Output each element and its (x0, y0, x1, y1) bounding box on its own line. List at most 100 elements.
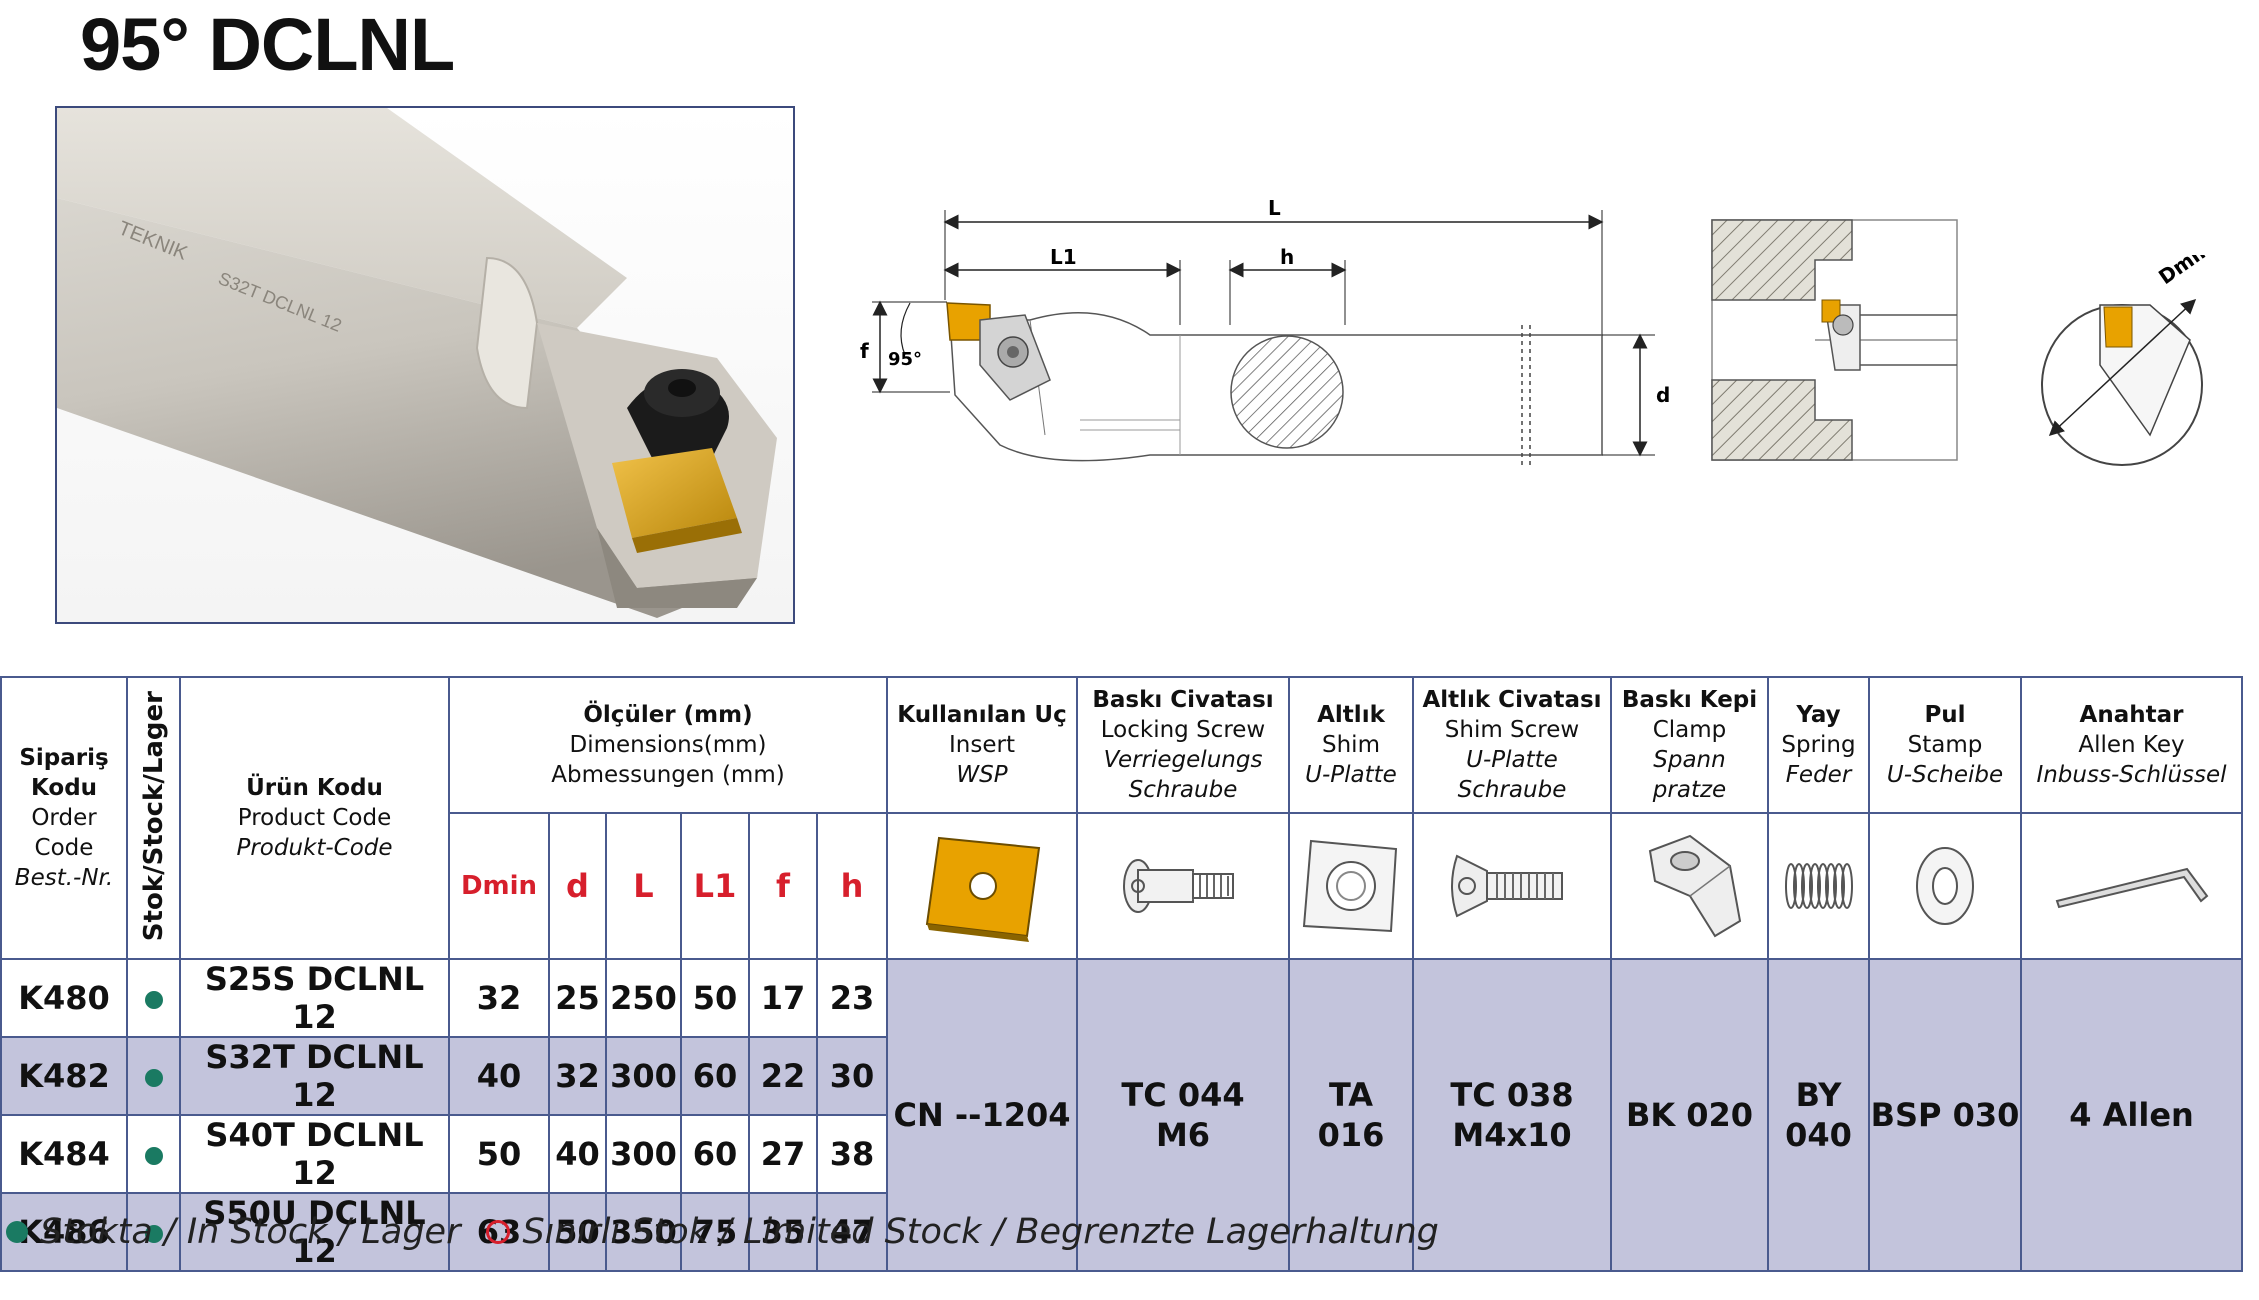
washer-icon (1916, 847, 1974, 925)
dim-h: 30 (816, 1036, 888, 1116)
dim-h: 23 (816, 958, 888, 1038)
legend-limited-stock: Sınırlı Stok / Limited Stock / Begrenzte… (522, 1212, 1439, 1252)
insert-icon (925, 836, 1041, 942)
dim-l: 250 (605, 958, 682, 1038)
dim-label-h: h (1280, 245, 1294, 269)
dim-f: 35 (748, 1192, 818, 1272)
stock-legend: Stokta / In Stock / Lager Sınırlı Stok /… (6, 1212, 1439, 1252)
legend-in-stock: Stokta / In Stock / Lager (40, 1212, 461, 1252)
order-code: K482 (0, 1036, 128, 1116)
dim-label-d: d (1656, 383, 1670, 407)
dim-label-dmin: Dmin (2154, 255, 2216, 289)
stock-indicator (126, 1114, 181, 1194)
dim-d: 50 (548, 1192, 607, 1272)
dim-l1: 50 (680, 958, 750, 1038)
table-row: K484 S40T DCLNL 12 50 40 300 60 27 38 (0, 1114, 2242, 1194)
dim-header-d: d (548, 812, 607, 960)
dim-header-dmin: Dmin (448, 812, 550, 960)
dim-label-f: f (860, 339, 869, 363)
limited-stock-icon (486, 1220, 511, 1244)
header-dimensions: Ölçüler (mm)Dimensions(mm)Abmessungen (m… (448, 676, 888, 814)
clamp-image (1610, 812, 1769, 960)
shim-icon (1302, 839, 1398, 933)
allen-key-icon (2055, 867, 2208, 909)
angle-label: 95° (888, 349, 922, 370)
insert-image (886, 812, 1078, 960)
locking-screw-image (1076, 812, 1290, 960)
in-stock-icon (6, 1221, 28, 1243)
shim-screw-icon (1451, 854, 1563, 918)
stock-indicator (126, 1036, 181, 1116)
header-stock: Stok/Stock/Lager (126, 676, 181, 960)
dim-l: 300 (605, 1114, 682, 1194)
dim-l: 350 (605, 1192, 682, 1272)
dim-d: 40 (548, 1114, 607, 1194)
dim-dmin: 63 (448, 1192, 550, 1272)
screw-icon (1123, 859, 1234, 913)
dim-f: 27 (748, 1114, 818, 1194)
dim-h: 38 (816, 1114, 888, 1194)
key-image (2020, 812, 2243, 960)
dim-dmin: 50 (448, 1114, 550, 1194)
in-stock-icon (144, 1225, 163, 1243)
dmin-drawing: Dmin (2030, 236, 2230, 475)
product-code: S40T DCLNL 12 (179, 1114, 450, 1194)
spring-image (1767, 812, 1870, 960)
stock-indicator (126, 958, 181, 1038)
product-code: S32T DCLNL 12 (179, 1036, 450, 1116)
dim-h: 47 (816, 1192, 888, 1272)
dim-dmin: 40 (448, 1036, 550, 1116)
table-row: K482 S32T DCLNL 12 40 32 300 60 22 30 (0, 1036, 2242, 1116)
dim-f: 17 (748, 958, 818, 1038)
product-code: S25S DCLNL 12 (179, 958, 450, 1038)
dim-dmin: 32 (448, 958, 550, 1038)
dim-l: 300 (605, 1036, 682, 1116)
dim-label-L1: L1 (1050, 245, 1077, 269)
dim-l1: 60 (680, 1036, 750, 1116)
in-stock-icon (144, 991, 163, 1009)
dim-d: 32 (548, 1036, 607, 1116)
stamp-code: BSP 030 (1868, 958, 2022, 1272)
dim-label-L: L (1268, 196, 1281, 220)
dim-header-l1: L1 (680, 812, 750, 960)
insert-code: CN --1204 (886, 958, 1078, 1272)
in-stock-icon (144, 1069, 163, 1087)
dim-f: 22 (748, 1036, 818, 1116)
clamp-code: BK 020 (1610, 958, 1769, 1272)
dim-header-h: h (816, 812, 888, 960)
dim-header-f: f (748, 812, 818, 960)
table-row: K480 S25S DCLNL 12 32 25 250 50 17 23 CN… (0, 958, 2243, 1272)
product-code: S50U DCLNL 12 (179, 1192, 450, 1272)
order-code: K480 (0, 958, 128, 1038)
order-code: K484 (0, 1114, 128, 1194)
stock-indicator (126, 1192, 181, 1272)
shim-image (1288, 812, 1414, 960)
key-code: 4 Allen (2020, 958, 2243, 1272)
dim-header-l: L (605, 812, 682, 960)
stamp-image (1868, 812, 2022, 960)
clamp-icon (1648, 834, 1741, 938)
dim-l1: 60 (680, 1114, 750, 1194)
product-photo: TEKNIK S32T DCLNL 12 (55, 106, 795, 624)
dim-d: 25 (548, 958, 607, 1038)
technical-drawing: L L1 h f 95° (850, 180, 1990, 480)
spring-icon (1784, 863, 1853, 909)
shim-screw-image (1412, 812, 1612, 960)
dim-l1: 75 (680, 1192, 750, 1272)
in-stock-icon (144, 1147, 163, 1165)
